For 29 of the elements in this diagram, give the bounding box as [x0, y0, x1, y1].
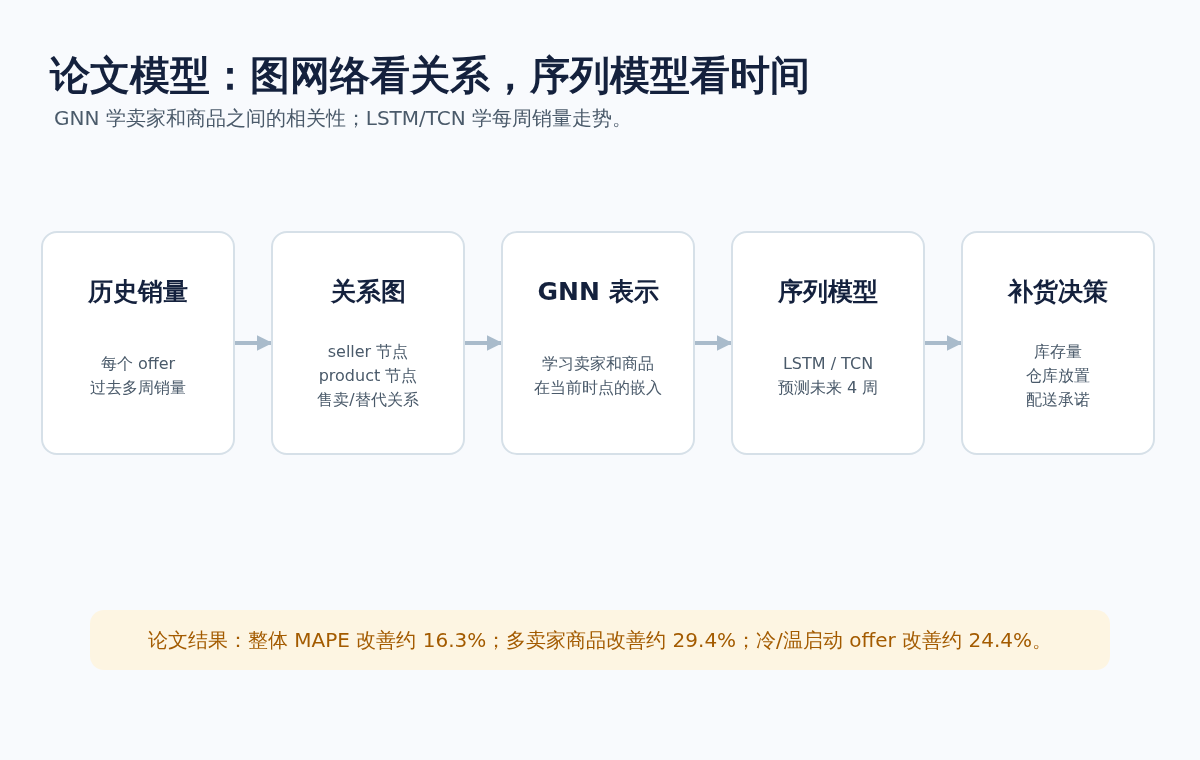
- card-text: 预测未来 4 周: [776, 377, 880, 399]
- card-title: 补货决策: [1006, 276, 1109, 308]
- card-text: 库存量: [1033, 341, 1083, 363]
- card-text: 在当前时点的嵌入: [533, 377, 663, 399]
- card-text: 仓库放置: [1025, 365, 1091, 387]
- card-title: 关系图: [329, 276, 407, 308]
- card-text: LSTM / TCN: [781, 353, 875, 375]
- process-card: [961, 231, 1155, 455]
- card-title: 序列模型: [777, 276, 879, 308]
- subtitle-text: GNN 学卖家和商品之间的相关性；LSTM/TCN 学每周销量走势。: [54, 105, 633, 132]
- process-card: [41, 231, 235, 455]
- arrow: [465, 335, 503, 351]
- card-text: 过去多周销量: [89, 377, 187, 399]
- card-text: seller 节点: [326, 341, 410, 363]
- card-text: 配送承诺: [1025, 389, 1091, 411]
- title-heading: 论文模型：图网络看关系，序列模型看时间: [50, 51, 810, 100]
- card-text: 售卖/替代关系: [316, 389, 420, 411]
- card-text: product 节点: [317, 365, 419, 387]
- arrow: [925, 335, 963, 351]
- card-text: 每个 offer: [99, 353, 177, 375]
- process-card: [271, 231, 465, 455]
- card-text: 学习卖家和商品: [541, 353, 655, 375]
- arrow: [235, 335, 273, 351]
- card-title: GNN 表示: [536, 276, 660, 308]
- arrow: [695, 335, 733, 351]
- process-card: [501, 231, 695, 455]
- card-title: 历史销量: [87, 276, 189, 308]
- result-banner: 论文结果：整体 MAPE 改善约 16.3%；多卖家商品改善约 29.4%；冷/温启动 offer 改善约 24.4%。: [90, 610, 1110, 670]
- process-card: [731, 231, 925, 455]
